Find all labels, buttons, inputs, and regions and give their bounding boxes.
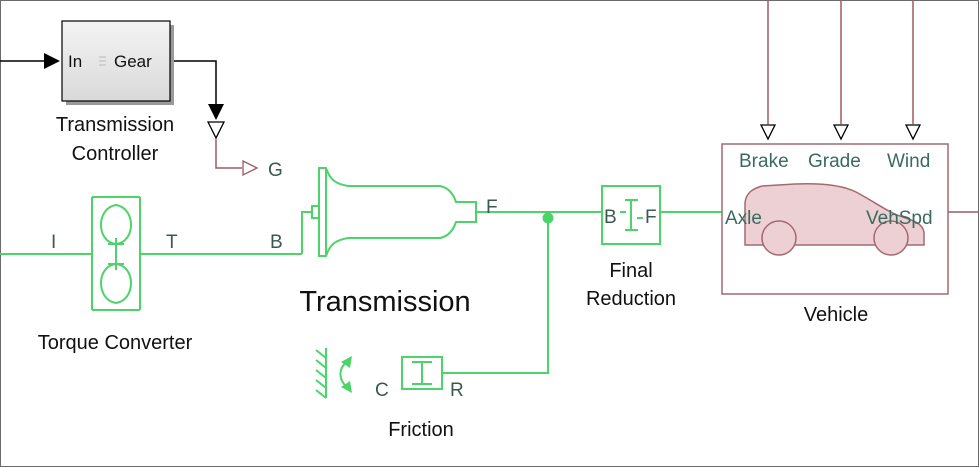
goto-line[interactable]	[215, 138, 242, 169]
torque-converter-port-t: T	[166, 232, 178, 253]
vehicle-port-axle: Axle	[725, 208, 762, 229]
branch-point-icon	[542, 212, 554, 224]
friction-icon[interactable]	[401, 356, 443, 390]
vehicle-port-brake: Brake	[739, 151, 789, 172]
car-icon	[744, 183, 925, 256]
signal-in-line[interactable]	[0, 53, 60, 69]
goto-tag-label: G	[268, 160, 283, 181]
torque-converter-caption: Torque Converter	[38, 332, 193, 354]
controller-caption-line1: Transmission	[56, 114, 174, 136]
transmission-icon[interactable]	[311, 167, 477, 257]
driveline-connections[interactable]	[0, 211, 979, 374]
gear-signal-line[interactable]	[170, 60, 224, 120]
from-block-icon[interactable]	[206, 121, 226, 140]
controller-in-port: In	[68, 52, 82, 71]
torque-converter-icon[interactable]	[91, 196, 141, 311]
vehicle-input-lines[interactable]	[767, 0, 914, 124]
vehicle-port-wind: Wind	[887, 151, 930, 172]
transmission-caption: Transmission	[299, 286, 470, 318]
mechanical-ground-icon[interactable]	[315, 348, 352, 399]
vehicle-port-vehspd: VehSpd	[866, 208, 933, 229]
transmission-controller-block[interactable]	[61, 20, 174, 105]
final-reduction-port-f: F	[645, 207, 657, 228]
transmission-port-b: B	[270, 232, 283, 253]
final-reduction-caption-line1: Final	[609, 260, 652, 282]
vehicle-input-arrows	[759, 124, 922, 141]
vehicle-port-grade: Grade	[808, 151, 861, 172]
friction-port-c: C	[375, 380, 389, 401]
transmission-port-f: F	[486, 197, 498, 218]
torque-converter-port-i: I	[51, 232, 56, 253]
final-reduction-icon[interactable]	[601, 185, 661, 245]
controller-gear-port: Gear	[114, 52, 152, 71]
goto-tag-icon[interactable]	[242, 159, 259, 177]
controller-caption-line2: Controller	[72, 143, 159, 165]
friction-caption: Friction	[388, 419, 454, 441]
friction-port-r: R	[450, 380, 464, 401]
vehicle-caption: Vehicle	[804, 304, 869, 326]
final-reduction-caption-line2: Reduction	[586, 288, 676, 310]
final-reduction-port-b: B	[604, 207, 617, 228]
